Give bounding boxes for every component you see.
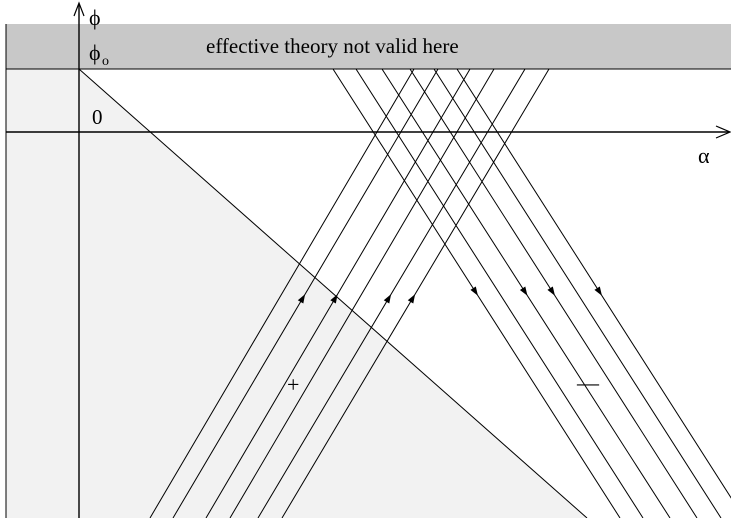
plus-direction-arrow (383, 294, 392, 304)
plus-direction-arrow (297, 294, 306, 304)
plus-characteristic-line (172, 69, 439, 518)
phi-axis-arrowhead (73, 1, 85, 17)
minus-label: — (576, 370, 600, 395)
plus-label: + (287, 372, 299, 397)
diagonal-boundary-line (78, 68, 588, 518)
alpha-axis-arrowhead (715, 125, 731, 139)
phi-axis-label: ϕ (89, 5, 101, 30)
minus-direction-arrow (519, 286, 528, 296)
left-shaded-strip (6, 69, 79, 518)
minus-direction-arrow (470, 286, 478, 296)
minus-direction-arrow (594, 286, 602, 296)
phi0-label: ϕ (89, 40, 101, 65)
plus-characteristic-line (205, 69, 471, 518)
phi0-label-group: ϕ o (89, 40, 109, 69)
plus-characteristic-line (229, 69, 495, 518)
alpha-axis-label: α (698, 143, 710, 168)
plus-characteristic-line (149, 69, 415, 518)
plus-direction-arrow (407, 294, 416, 304)
zero-label: 0 (92, 105, 103, 129)
minus-characteristic-line (355, 69, 644, 518)
invalid-band (6, 24, 731, 69)
minus-characteristic-line (433, 69, 722, 518)
band-label: effective theory not valid here (206, 34, 459, 58)
plus-direction-arrow (330, 294, 338, 304)
phi0-subscript: o (102, 54, 109, 69)
characteristic-arrows (297, 286, 602, 304)
minus-direction-arrow (547, 286, 555, 296)
plus-characteristic-line (257, 69, 526, 518)
